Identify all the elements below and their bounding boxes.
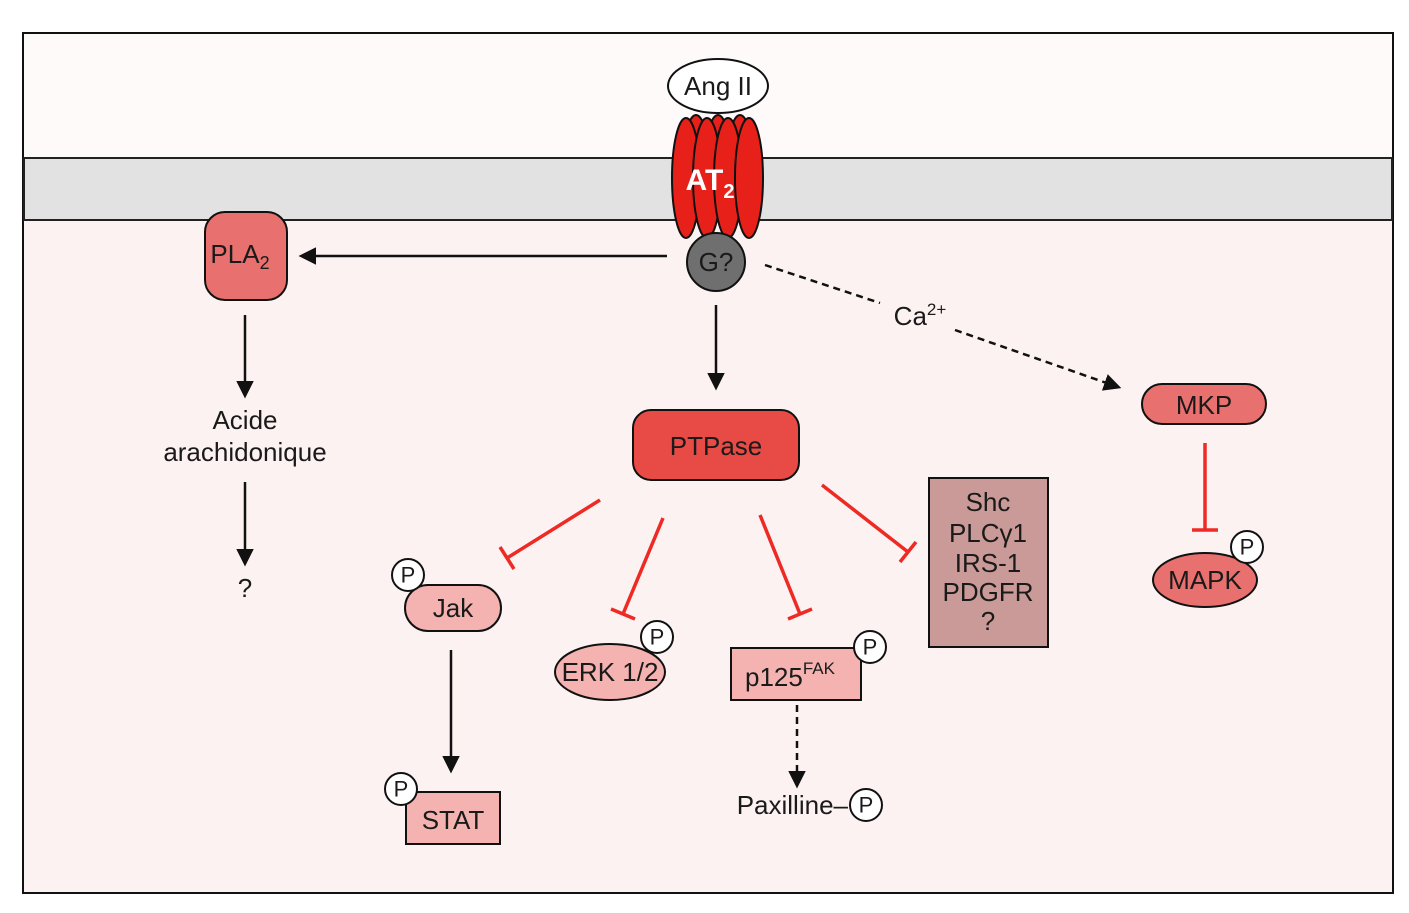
svg-text:P: P <box>1240 535 1255 560</box>
svg-text:Jak: Jak <box>433 593 474 623</box>
svg-text:P: P <box>394 777 409 802</box>
svg-text:P: P <box>401 563 416 588</box>
g-protein: G? <box>686 232 746 292</box>
svg-text:MKP: MKP <box>1176 390 1232 420</box>
svg-text:Paxilline–: Paxilline– <box>737 790 849 820</box>
mkp-node: MKP <box>1141 383 1267 425</box>
svg-text:P: P <box>863 635 878 660</box>
svg-text:Ang II: Ang II <box>684 71 752 101</box>
svg-text:AT2: AT2 <box>686 164 735 203</box>
ang-ii-ligand: Ang II <box>667 58 769 114</box>
erk-node: ERK 1/2 P <box>554 620 674 701</box>
svg-text:Shc: Shc <box>966 487 1011 517</box>
substrates-box: Shc PLCγ1 IRS-1 PDGFR ? <box>928 477 1049 648</box>
stat-node: STAT P <box>384 772 501 845</box>
svg-text:P: P <box>650 625 665 650</box>
paxilline-node: Paxilline– P <box>737 788 883 822</box>
pla2-node: PLA2 <box>204 211 288 301</box>
inhibition-lines <box>498 443 1218 621</box>
svg-text:IRS-1: IRS-1 <box>955 548 1021 578</box>
mapk-node: MAPK P <box>1152 530 1264 608</box>
unknown-product: ? <box>238 573 252 603</box>
jak-node: Jak P <box>391 558 502 632</box>
calcium-label: Ca2+ <box>894 300 947 331</box>
arachidonique-label: arachidonique <box>163 437 326 467</box>
svg-text:p125FAK: p125FAK <box>745 659 836 692</box>
svg-text:P: P <box>859 793 874 818</box>
activation-arrows <box>236 247 1122 789</box>
svg-text:PLA2: PLA2 <box>210 239 269 273</box>
svg-text:?: ? <box>981 606 995 636</box>
acide-label: Acide <box>212 405 277 435</box>
svg-text:PLCγ1: PLCγ1 <box>949 518 1027 548</box>
ptpase-node: PTPase <box>632 409 800 481</box>
svg-text:ERK 1/2: ERK 1/2 <box>562 657 659 687</box>
svg-text:G?: G? <box>699 247 734 277</box>
svg-text:MAPK: MAPK <box>1168 565 1242 595</box>
fak-node: p125FAK P <box>730 630 887 701</box>
svg-text:PDGFR: PDGFR <box>943 577 1034 607</box>
svg-text:PTPase: PTPase <box>670 431 763 461</box>
svg-text:STAT: STAT <box>422 805 485 835</box>
at2-receptor: AT2 <box>671 114 764 239</box>
